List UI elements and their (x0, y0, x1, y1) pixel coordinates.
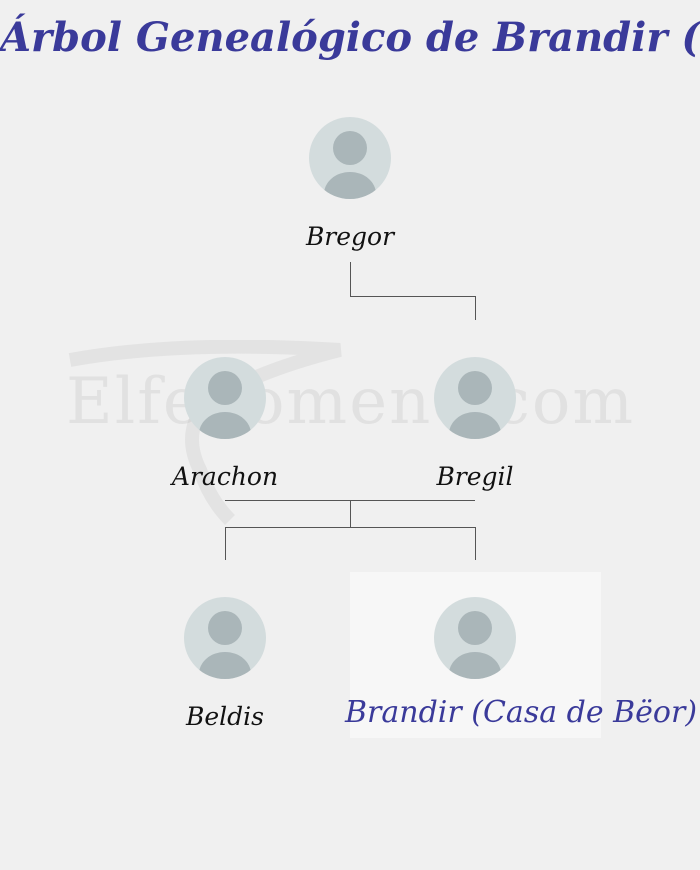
person-avatar-icon (434, 597, 516, 679)
person-bregil[interactable]: Bregil (345, 357, 605, 495)
person-name: Bregor (305, 222, 395, 251)
page-title: Árbol Genealógico de Brandir (Casa de Bë… (0, 14, 700, 61)
watermark-text: Elfenomeno.com (66, 365, 636, 439)
person-beldis[interactable]: Beldis (95, 597, 355, 735)
connector-bregor-bregil (350, 262, 476, 320)
person-avatar-icon (184, 597, 266, 679)
connector-couple-children (225, 500, 476, 560)
person-brandir[interactable]: Brandir (Casa de Bëor) (345, 597, 698, 731)
person-avatar-icon (309, 117, 391, 199)
person-arachon[interactable]: Arachon (95, 357, 355, 495)
person-avatar-icon (184, 357, 266, 439)
person-avatar-icon (434, 357, 516, 439)
person-name: Brandir (Casa de Bëor) (345, 695, 698, 730)
person-name: Bregil (436, 462, 514, 491)
person-name: Arachon (171, 462, 279, 491)
person-name: Beldis (186, 702, 264, 731)
person-bregor[interactable]: Bregor (220, 117, 480, 255)
